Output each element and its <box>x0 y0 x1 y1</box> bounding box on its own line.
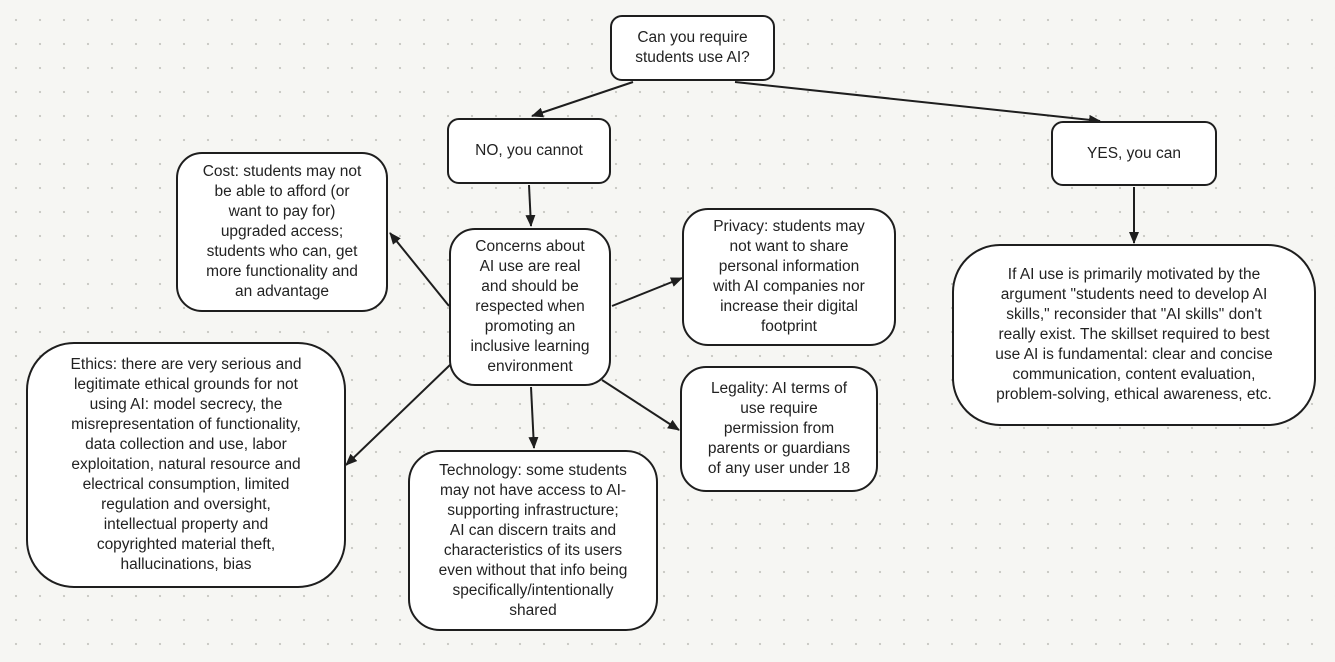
node-legality-text: Legality: AI terms of use require permis… <box>707 380 851 477</box>
node-concerns-text: Concerns about AI use are real and shoul… <box>470 238 590 375</box>
node-technology[interactable]: Technology: some students may not have a… <box>408 450 658 631</box>
node-privacy[interactable]: Privacy: students may not want to share … <box>682 208 896 346</box>
node-ai-skills[interactable]: If AI use is primarily motivated by the … <box>952 244 1316 426</box>
node-no-text: NO, you cannot <box>475 142 583 159</box>
node-yes-text: YES, you can <box>1087 144 1181 162</box>
node-ai-skills-text: If AI use is primarily motivated by the … <box>995 266 1273 403</box>
node-technology-text: Technology: some students may not have a… <box>438 461 628 619</box>
node-yes[interactable]: YES, you can <box>1051 121 1217 186</box>
arrow-root-no <box>531 81 634 118</box>
node-legality[interactable]: Legality: AI terms of use require permis… <box>680 366 878 492</box>
arrow-concerns-privacy <box>611 277 683 307</box>
node-privacy-text: Privacy: students may not want to share … <box>713 218 865 335</box>
arrow-concerns-technology <box>528 386 539 449</box>
node-root-question-text: Can you require students use AI? <box>635 29 750 66</box>
arrow-no-concerns <box>525 184 536 227</box>
node-root-question[interactable]: Can you require students use AI? <box>610 15 775 81</box>
node-ethics[interactable]: Ethics: there are very serious and legit… <box>26 342 346 588</box>
arrow-root-yes <box>734 81 1101 125</box>
arrow-concerns-cost <box>389 232 450 307</box>
node-no[interactable]: NO, you cannot <box>447 118 611 184</box>
node-concerns[interactable]: Concerns about AI use are real and shoul… <box>449 228 611 386</box>
node-ethics-text: Ethics: there are very serious and legit… <box>70 356 302 573</box>
arrow-concerns-legality <box>601 379 680 431</box>
node-cost[interactable]: Cost: students may not be able to afford… <box>176 152 388 312</box>
node-cost-text: Cost: students may not be able to afford… <box>202 163 362 300</box>
